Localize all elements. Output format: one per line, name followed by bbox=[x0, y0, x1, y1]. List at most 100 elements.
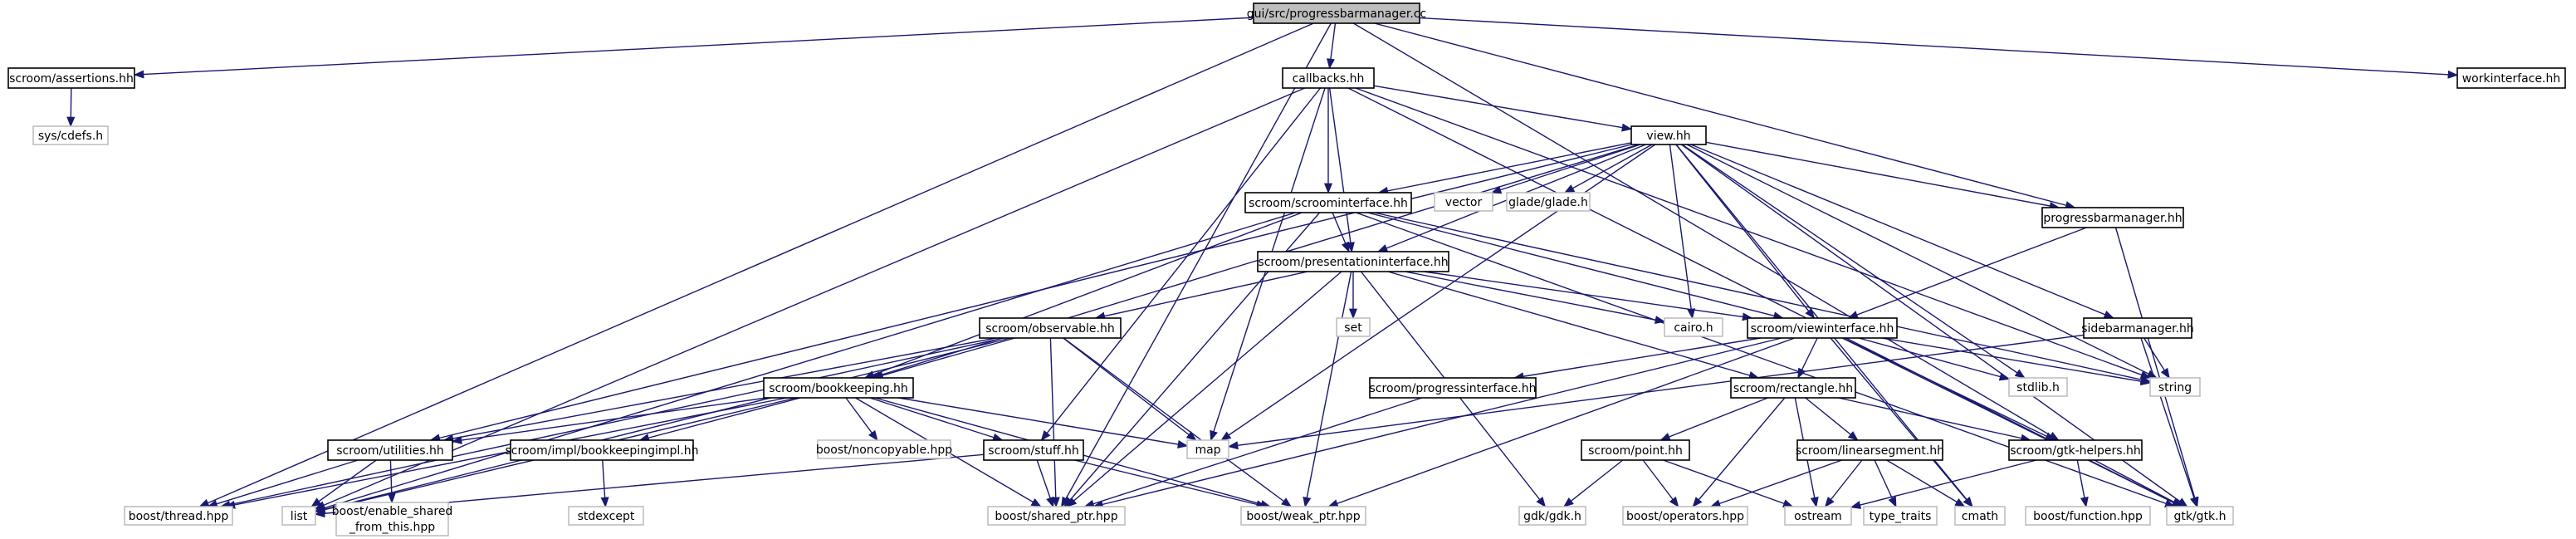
node-label: glade/glade.h bbox=[1508, 196, 1588, 209]
dependency-edge bbox=[845, 397, 878, 442]
node-observable[interactable]: scroom/observable.hh bbox=[979, 317, 1122, 339]
node-box bbox=[1581, 439, 1690, 461]
edge-point-to-gdk bbox=[1562, 459, 1624, 507]
node-box bbox=[1282, 67, 1375, 89]
node-rectangle[interactable]: scroom/rectangle.hh bbox=[1730, 377, 1856, 399]
node-label: _from_this.hpp bbox=[349, 521, 435, 534]
edge-progressbarmanager_cc-to-thread bbox=[198, 22, 1314, 507]
edge-view-to-cairo bbox=[1669, 144, 1696, 320]
edge-viewinterface-to-gtk bbox=[1841, 337, 2183, 507]
dependency-edge bbox=[600, 459, 609, 508]
node-box bbox=[1257, 251, 1449, 272]
node-stdexcept: stdexcept bbox=[568, 506, 644, 526]
dependency-edge bbox=[1847, 227, 2087, 319]
dependency-edge bbox=[1327, 337, 1796, 507]
node-progressbarmanager_hh[interactable]: progressbarmanager.hh bbox=[2041, 207, 2184, 228]
dependency-edge bbox=[1830, 337, 1973, 507]
edge-viewinterface-to-cmath bbox=[1830, 337, 1973, 507]
node-label: scroom/progressinterface.hh bbox=[1370, 382, 1537, 395]
dependency-edge bbox=[1842, 337, 2056, 441]
node-box bbox=[568, 506, 644, 526]
edge-view-to-stdlib bbox=[1681, 144, 2026, 379]
node-box bbox=[2166, 506, 2234, 526]
edge-utilities-to-list bbox=[310, 459, 377, 507]
node-list: list bbox=[281, 506, 316, 526]
node-box bbox=[1784, 506, 1852, 526]
dependency-edge bbox=[314, 337, 1011, 514]
node-label: scroom/utilities.hh bbox=[336, 444, 443, 458]
node-label: scroom/gtk-helpers.hh bbox=[2010, 444, 2141, 458]
node-label: vector bbox=[1445, 196, 1483, 209]
node-label: boost/shared_ptr.hpp bbox=[995, 510, 1117, 523]
node-box bbox=[1369, 377, 1537, 399]
node-bookkeepingimpl[interactable]: scroom/impl/bookkeepingimpl.hh bbox=[506, 439, 699, 461]
node-box bbox=[987, 506, 1126, 526]
node-assertions[interactable]: scroom/assertions.hh bbox=[7, 67, 135, 89]
node-label: sidebarmanager.hh bbox=[2081, 322, 2194, 336]
edge-presentationinterface-to-rectangle bbox=[1387, 271, 1760, 380]
node-cdefs: sys/cdefs.h bbox=[32, 125, 109, 145]
node-linearsegment[interactable]: scroom/linearsegment.hh bbox=[1796, 439, 1944, 461]
dependency-edge bbox=[1355, 87, 2152, 379]
edge-callbacks-to-list bbox=[314, 87, 1306, 510]
dependency-edge bbox=[1886, 459, 1966, 507]
dependency-edge bbox=[1092, 337, 1782, 509]
node-workinterface[interactable]: workinterface.hh bbox=[2456, 67, 2566, 89]
node-enable_shared_line2: _from_this.hpp bbox=[349, 521, 435, 534]
node-progressinterface[interactable]: scroom/progressinterface.hh bbox=[1369, 377, 1537, 399]
node-scroominterface[interactable]: scroom/scroominterface.hh bbox=[1244, 192, 1412, 213]
node-glade: glade/glade.h bbox=[1506, 192, 1591, 212]
edge-observable-to-list bbox=[314, 337, 1011, 514]
node-box bbox=[1506, 192, 1591, 212]
node-label: scroom/viewinterface.hh bbox=[1751, 322, 1894, 336]
edge-viewinterface-to-rectangle bbox=[1797, 337, 1818, 380]
dependency-edge bbox=[1367, 212, 1784, 321]
node-bookkeeping[interactable]: scroom/bookkeeping.hh bbox=[763, 377, 914, 399]
dependency-edge bbox=[1705, 141, 2060, 210]
edge-view-to-bookkeeping bbox=[870, 144, 1640, 380]
dependency-edge bbox=[1040, 87, 1322, 441]
edge-view-to-sidebarmanager bbox=[1690, 144, 2114, 319]
node-progressbarmanager_cc: gui/src/progressbarmanager.cc bbox=[1247, 2, 1426, 24]
node-box bbox=[1186, 439, 1229, 459]
node-box bbox=[1863, 506, 1938, 526]
node-view[interactable]: view.hh bbox=[1630, 125, 1707, 145]
node-shared_ptr: boost/shared_ptr.hpp bbox=[987, 506, 1126, 526]
node-sidebarmanager[interactable]: sidebarmanager.hh bbox=[2081, 317, 2194, 339]
dependency-edge bbox=[1675, 144, 1816, 319]
node-box bbox=[2008, 377, 2068, 397]
edge-sidebarmanager-to-string bbox=[2143, 337, 2170, 380]
node-label: scroom/point.hh bbox=[1588, 444, 1683, 458]
node-label: workinterface.hh bbox=[2462, 72, 2561, 86]
edge-observable-to-weak_ptr bbox=[1063, 337, 1293, 507]
node-weak_ptr: boost/weak_ptr.hpp bbox=[1240, 506, 1366, 526]
node-string: string bbox=[2149, 377, 2201, 397]
dependency-edge bbox=[2143, 337, 2170, 380]
node-point[interactable]: scroom/point.hh bbox=[1581, 439, 1690, 461]
edge-gtkhelpers-to-ostream bbox=[1850, 459, 2037, 509]
dependency-edge bbox=[429, 144, 1632, 443]
node-enable_shared_line1: boost/enable_shared bbox=[332, 502, 452, 537]
node-box bbox=[1434, 192, 1493, 212]
node-label: scroom/scroominterface.hh bbox=[1249, 197, 1408, 210]
edge-observable-to-map bbox=[1063, 337, 1197, 441]
edge-rectangle-to-operators bbox=[1692, 397, 1786, 507]
node-box bbox=[281, 506, 316, 526]
dependency-edge bbox=[1709, 459, 1842, 507]
node-box bbox=[7, 67, 135, 89]
edge-viewinterface-to-gtkhelpers bbox=[1842, 337, 2056, 441]
node-presentationinterface[interactable]: scroom/presentationinterface.hh bbox=[1257, 251, 1449, 272]
node-viewinterface[interactable]: scroom/viewinterface.hh bbox=[1747, 317, 1898, 339]
dependency-edge bbox=[1328, 87, 1355, 253]
node-gtkhelpers[interactable]: scroom/gtk-helpers.hh bbox=[2008, 439, 2143, 461]
edge-presentationinterface-to-shared_ptr bbox=[1066, 271, 1342, 507]
node-utilities[interactable]: scroom/utilities.hh bbox=[327, 439, 453, 461]
dependency-edge bbox=[1227, 334, 2085, 450]
node-callbacks[interactable]: callbacks.hh bbox=[1282, 67, 1375, 89]
dependency-edge bbox=[314, 212, 1296, 512]
edge-presentationinterface-to-weak_ptr bbox=[1303, 271, 1352, 508]
dependency-edge bbox=[1377, 142, 1632, 195]
node-stuff[interactable]: scroom/stuff.hh bbox=[983, 439, 1084, 461]
node-label: boost/noncopyable.hpp bbox=[816, 443, 952, 457]
